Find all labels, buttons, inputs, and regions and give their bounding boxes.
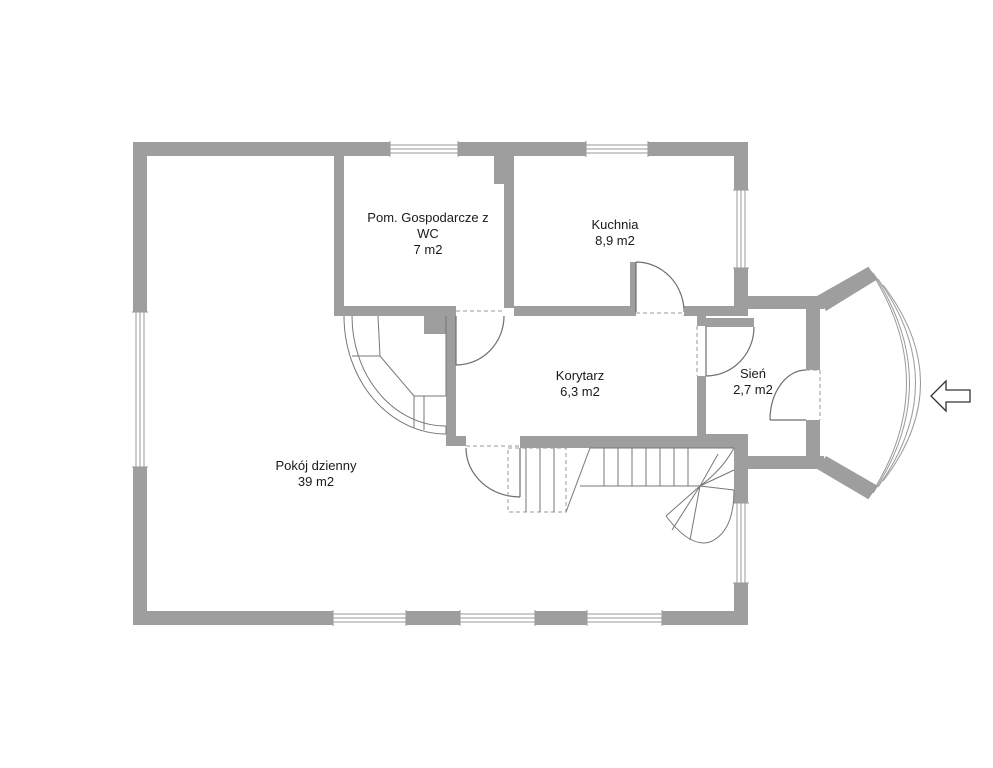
- room-name: Sień: [739, 366, 767, 381]
- room-label-pokoj: Pokój dzienny 39 m2: [256, 458, 376, 490]
- room-label-korytarz: Korytarz 6,3 m2: [525, 368, 635, 400]
- main-stair: [507, 447, 735, 544]
- room-label-gospodarcze: Pom. Gospodarcze z WC 7 m2: [350, 210, 506, 258]
- room-name: Korytarz: [555, 368, 605, 383]
- window-right-stair: [733, 502, 749, 584]
- window-top-gospodarcze: [389, 141, 459, 157]
- window-top-kuchnia: [585, 141, 649, 157]
- doors: [455, 261, 821, 498]
- window-bay-curved: [867, 266, 921, 500]
- room-name: Kuchnia: [591, 217, 639, 232]
- room-label-sien: Sień 2,7 m2: [718, 366, 788, 398]
- door-sien: [696, 326, 755, 377]
- door-entrance: [769, 369, 821, 421]
- room-label-kuchnia: Kuchnia 8,9 m2: [560, 217, 670, 249]
- room-area: 6,3 m2: [560, 384, 600, 399]
- room-area: 8,9 m2: [595, 233, 635, 248]
- arrow-left-icon: [930, 379, 971, 413]
- door-kuchnia: [635, 261, 685, 316]
- door-korytarz-gospodarcze: [455, 310, 505, 366]
- room-name-line2: WC: [417, 226, 439, 241]
- window-bottom-1: [332, 610, 407, 626]
- room-name-line1: Pom. Gospodarcze z: [367, 210, 489, 225]
- window-bottom-2: [459, 610, 536, 626]
- room-area: 7 m2: [413, 242, 443, 257]
- window-bottom-3: [586, 610, 663, 626]
- room-name: Pokój dzienny: [275, 458, 357, 473]
- room-area: 2,7 m2: [733, 382, 773, 397]
- window-left-pokoj: [132, 311, 148, 468]
- spiral-stair-left: [343, 315, 447, 435]
- door-stair: [465, 445, 521, 498]
- interior-walls: [334, 156, 754, 448]
- windows: [132, 141, 921, 626]
- window-right-kuchnia: [733, 189, 749, 269]
- room-area: 39 m2: [297, 474, 335, 489]
